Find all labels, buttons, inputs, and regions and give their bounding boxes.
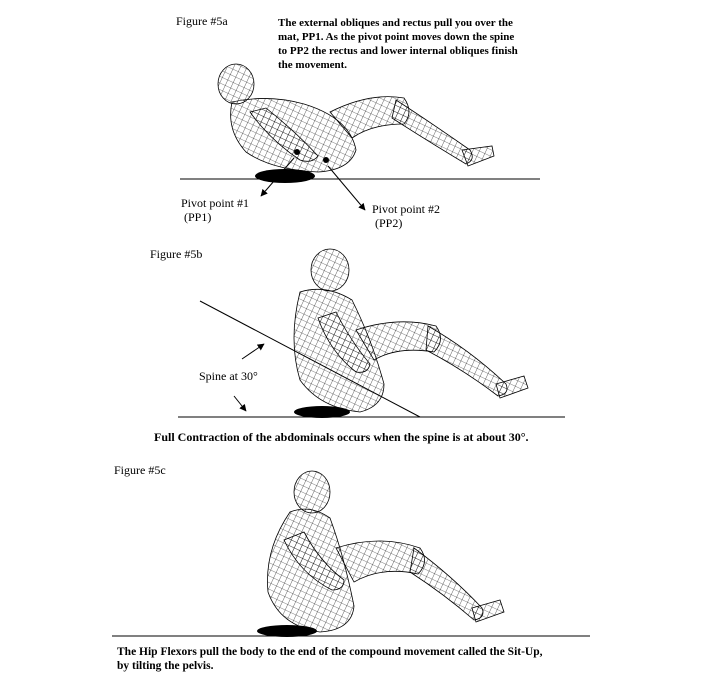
wireframe-figure bbox=[267, 470, 505, 633]
pivot-point-2-abbr: (PP2) bbox=[375, 216, 403, 230]
pivot-point-1-abbr: (PP1) bbox=[184, 210, 212, 224]
caption-line: The external obliques and rectus pull yo… bbox=[278, 17, 513, 29]
angle-arrow-down bbox=[233, 395, 247, 412]
figure-5b-drawing bbox=[178, 248, 565, 418]
wireframe-figure bbox=[293, 248, 529, 413]
angle-arrow-up bbox=[241, 343, 265, 360]
caption-line: the movement. bbox=[278, 59, 348, 71]
figure-5a-label: Figure #5a bbox=[176, 14, 228, 28]
pivot-point-2-label: Pivot point #2 (PP2) bbox=[372, 202, 440, 230]
figure-5a-drawing bbox=[180, 63, 540, 211]
caption-line: mat, PP1. As the pivot point moves down … bbox=[278, 31, 515, 43]
pivot-point-1-arrow bbox=[260, 157, 295, 197]
figure-5b-label: Figure #5b bbox=[150, 247, 203, 261]
mat-shadow bbox=[255, 169, 315, 183]
wireframe-figure bbox=[217, 63, 495, 173]
mat-shadow bbox=[294, 406, 350, 418]
figure-5b-caption: Full Contraction of the abdominals occur… bbox=[154, 430, 529, 444]
caption-line: The Hip Flexors pull the body to the end… bbox=[117, 646, 543, 658]
figure-5c-label: Figure #5c bbox=[114, 463, 166, 477]
pivot-point-1-name: Pivot point #1 bbox=[181, 196, 250, 210]
pivot-point-2-arrow bbox=[327, 165, 366, 211]
pivot-point-1-label: Pivot point #1 (PP1) bbox=[181, 196, 249, 224]
pivot-point-2-name: Pivot point #2 bbox=[372, 202, 441, 216]
mat-shadow bbox=[257, 625, 317, 637]
pivot-point-2-marker bbox=[323, 157, 329, 163]
pivot-point-1-marker bbox=[294, 149, 300, 155]
caption-line: by tilting the pelvis. bbox=[117, 660, 214, 672]
figure-5c-drawing bbox=[112, 470, 590, 637]
spine-angle-label: Spine at 30° bbox=[199, 369, 258, 383]
figure-5a-caption: The external obliques and rectus pull yo… bbox=[278, 16, 518, 72]
figure-5c-caption: The Hip Flexors pull the body to the end… bbox=[117, 645, 543, 673]
caption-line: to PP2 the rectus and lower internal obl… bbox=[278, 45, 518, 57]
